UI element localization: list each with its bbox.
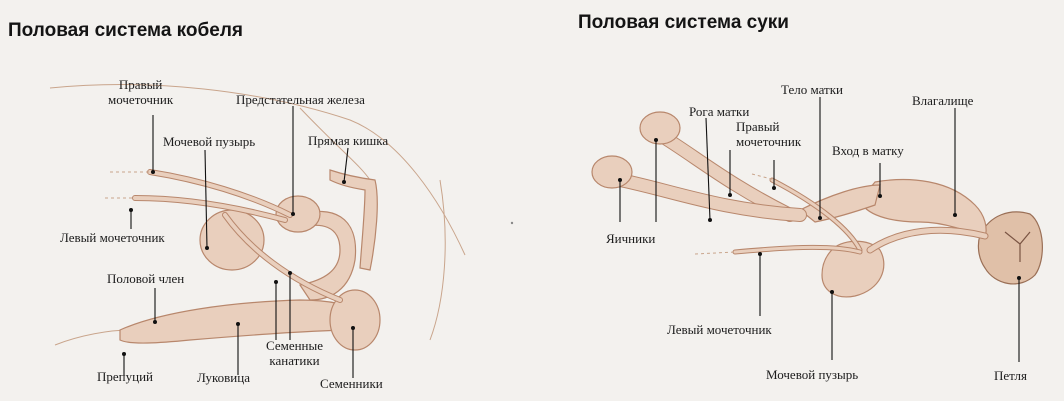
label-female-vagina: Влагалище bbox=[912, 93, 974, 108]
label-female-left-ureter: Левый мочеточник bbox=[667, 322, 772, 337]
label-female-cervix: Вход в матку bbox=[832, 143, 904, 158]
label-male-prepuce: Препуций bbox=[97, 369, 153, 384]
label-male-bulb: Луковица bbox=[197, 370, 250, 385]
female-vulva bbox=[977, 211, 1043, 285]
label-male-left-ureter: Левый мочеточник bbox=[60, 230, 165, 245]
male-urethra bbox=[299, 210, 357, 301]
male-leader-lines bbox=[122, 106, 355, 378]
male-prostate bbox=[275, 195, 321, 233]
label-male-bladder: Мочевой пузырь bbox=[163, 134, 256, 149]
label-male-rectum: Прямая кишка bbox=[308, 133, 389, 148]
male-bladder bbox=[199, 209, 265, 271]
label-male-spermatic-cords: Семенные канатики bbox=[266, 338, 324, 368]
female-title: Половая система суки bbox=[578, 12, 789, 33]
label-male-right-ureter: Правый мочеточник bbox=[108, 77, 174, 107]
label-female-uterine-horns: Рога матки bbox=[689, 104, 750, 119]
male-title: Половая система кобеля bbox=[8, 20, 243, 41]
female-bladder bbox=[821, 240, 885, 298]
male-body-outline bbox=[49, 84, 466, 256]
female-ovary-left bbox=[591, 155, 633, 189]
male-rectum bbox=[329, 169, 378, 271]
label-male-testes: Семенники bbox=[320, 376, 383, 391]
label-female-vulva: Петля bbox=[994, 368, 1027, 383]
label-female-bladder: Мочевой пузырь bbox=[766, 367, 859, 382]
label-female-ovaries: Яичники bbox=[606, 231, 656, 246]
male-anatomy bbox=[49, 84, 466, 378]
label-male-penis: Половой член bbox=[107, 271, 185, 286]
label-female-uterine-body: Тело матки bbox=[781, 82, 843, 97]
female-ovary-right bbox=[639, 111, 681, 145]
label-male-prostate: Предстательная железа bbox=[236, 92, 365, 107]
male-testis bbox=[329, 289, 381, 351]
label-female-right-ureter: Правый мочеточник bbox=[736, 119, 802, 149]
female-anatomy bbox=[591, 97, 1043, 362]
female-leader-lines bbox=[618, 97, 1021, 362]
